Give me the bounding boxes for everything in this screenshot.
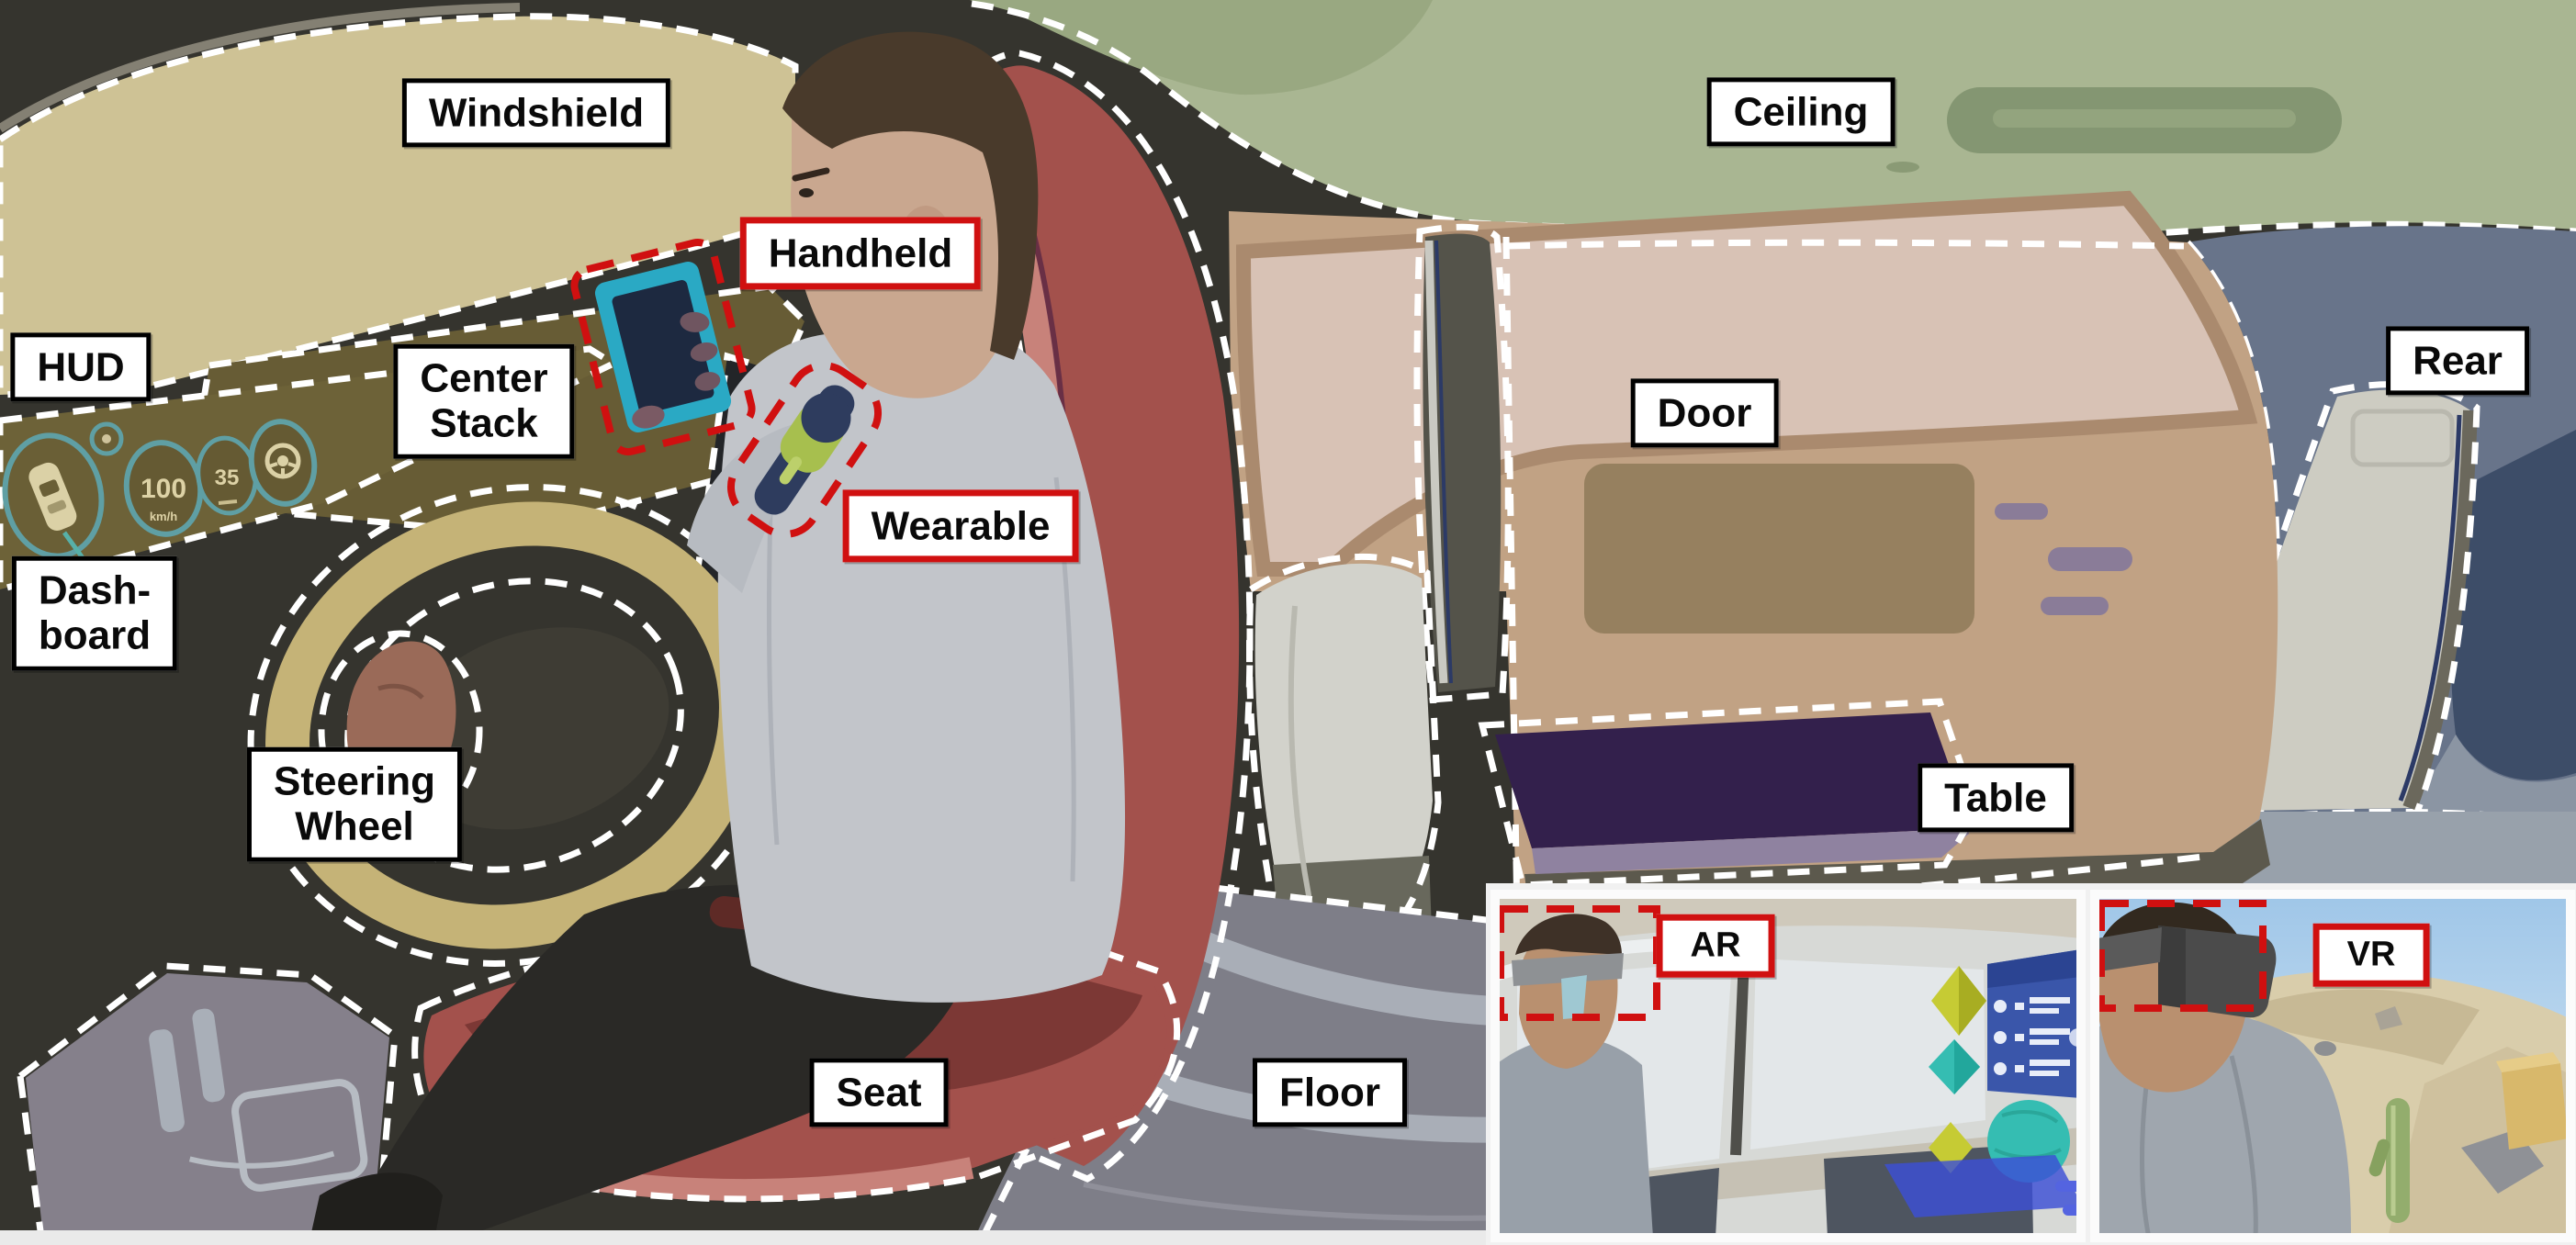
steering-wheel-icon: [264, 443, 301, 479]
ar-glasses: [1512, 953, 1624, 986]
label-vr: VR: [2312, 923, 2430, 987]
vr-headset-highlight-box: [2098, 900, 2267, 1012]
hud-speed-unit: km/h: [150, 510, 177, 523]
label-steering-wheel: Steering Wheel: [246, 746, 463, 862]
ar-person-shirt: [1495, 1037, 1653, 1238]
vr-inset-frame: [2090, 890, 2575, 1242]
driver-shirt: [717, 327, 1126, 1003]
b-pillar: [1413, 223, 1512, 703]
ar-menu-panel: [1987, 949, 2081, 1098]
handheld-highlight-box: [570, 238, 756, 456]
car-icon: [28, 462, 77, 531]
label-hud: HUD: [10, 332, 152, 402]
label-ceiling: Ceiling: [1706, 77, 1895, 147]
label-seat: Seat: [809, 1058, 949, 1127]
vr-cactus: [2368, 1098, 2410, 1223]
footwell-floor-region: [17, 962, 399, 1245]
door-handle: [1995, 503, 2132, 615]
hud-speed-limit: 35: [215, 465, 240, 490]
pedals: [149, 1008, 368, 1192]
vr-headset: [2098, 925, 2277, 1018]
wearable-highlight-box: [726, 362, 883, 538]
vr-inset: [2095, 894, 2570, 1238]
label-dashboard: Dash- board: [11, 555, 178, 671]
ar-inset: [1495, 894, 2081, 1238]
label-windshield: Windshield: [401, 78, 671, 148]
table-surface: [1478, 698, 1980, 889]
label-wearable: Wearable: [842, 489, 1079, 563]
ar-inset-frame: [1490, 890, 2086, 1242]
door-armrest: [1584, 464, 1974, 634]
label-rear: Rear: [2386, 326, 2529, 396]
hud-speed-value: 100: [141, 474, 186, 504]
ar-virtual-shapes: [1884, 966, 2081, 1217]
label-floor: Floor: [1253, 1058, 1407, 1127]
label-door: Door: [1630, 378, 1779, 448]
label-center-stack: Center Stack: [393, 343, 575, 459]
handheld-tablet: [570, 238, 756, 456]
label-handheld: Handheld: [739, 217, 982, 290]
wearable-watch: [726, 362, 883, 538]
label-ar: AR: [1656, 914, 1775, 978]
label-table: Table: [1918, 763, 2074, 833]
driver-hair: [782, 31, 1039, 360]
